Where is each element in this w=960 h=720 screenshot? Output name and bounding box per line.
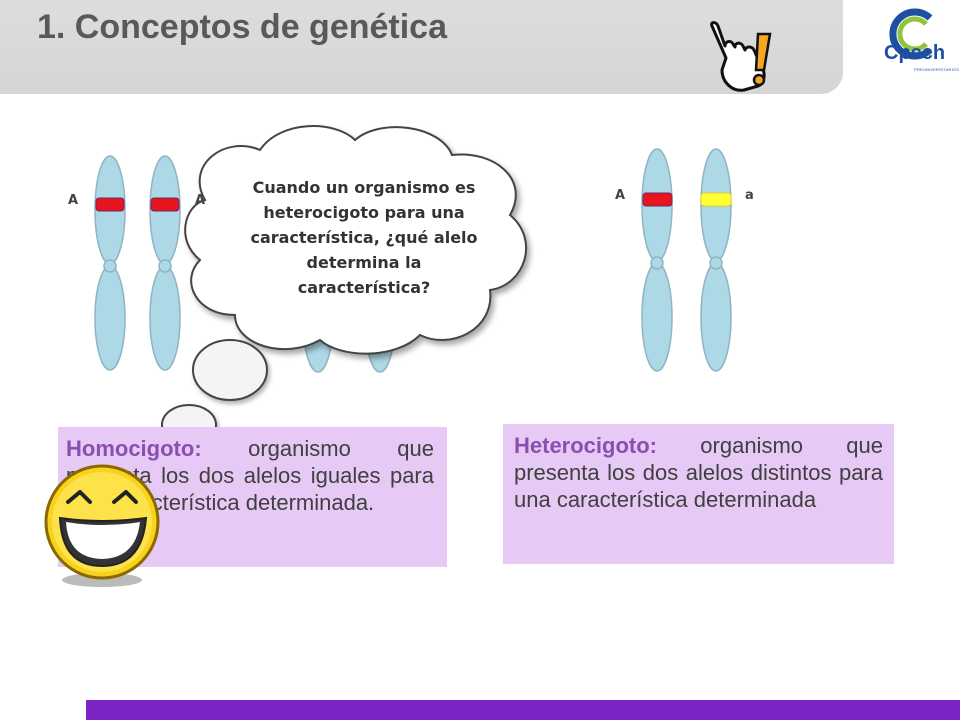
thought-bubble-text: Cuando un organismo es heterocigoto para… — [250, 178, 478, 297]
chromosome-right-1 — [641, 148, 673, 372]
chromosome-left-1 — [94, 155, 126, 371]
thought-bubble-cloud — [184, 125, 527, 355]
allele-band-right-1 — [642, 192, 673, 207]
heterocigoto-definition: organismo que presenta los dos alelos di… — [514, 433, 883, 512]
allele-label-right-2: a — [745, 188, 754, 203]
allele-band-left-1 — [95, 197, 125, 212]
title-bar — [0, 0, 843, 94]
chromosome-left-2 — [149, 155, 181, 371]
allele-label-right-1: A — [615, 188, 626, 203]
allele-band-right-2 — [700, 192, 732, 207]
bottom-accent-bar — [86, 700, 960, 720]
chromosome-right-2 — [700, 148, 732, 372]
cpech-logo — [889, 8, 933, 60]
heterocigoto-term: Heterocigoto: — [514, 433, 657, 458]
allele-label-left-2: A — [195, 193, 206, 208]
logo-name: Cpech — [884, 42, 946, 64]
allele-label-left-1: A — [68, 193, 79, 208]
allele-band-left-2 — [150, 197, 180, 212]
page-title: 1. Conceptos de genética — [37, 8, 447, 46]
homocigoto-term: Homocigoto: — [66, 436, 202, 461]
heterocigoto-card: Heterocigoto: organismo que presenta los… — [503, 424, 894, 564]
pointing-hand-exclamation-icon — [710, 21, 772, 92]
laughing-smiley-icon — [44, 464, 160, 587]
homocigoto-definition: organismo que presenta los dos alelos ig… — [66, 436, 434, 515]
logo-subtitle: PREUNIVERSITARIOS — [914, 67, 960, 72]
